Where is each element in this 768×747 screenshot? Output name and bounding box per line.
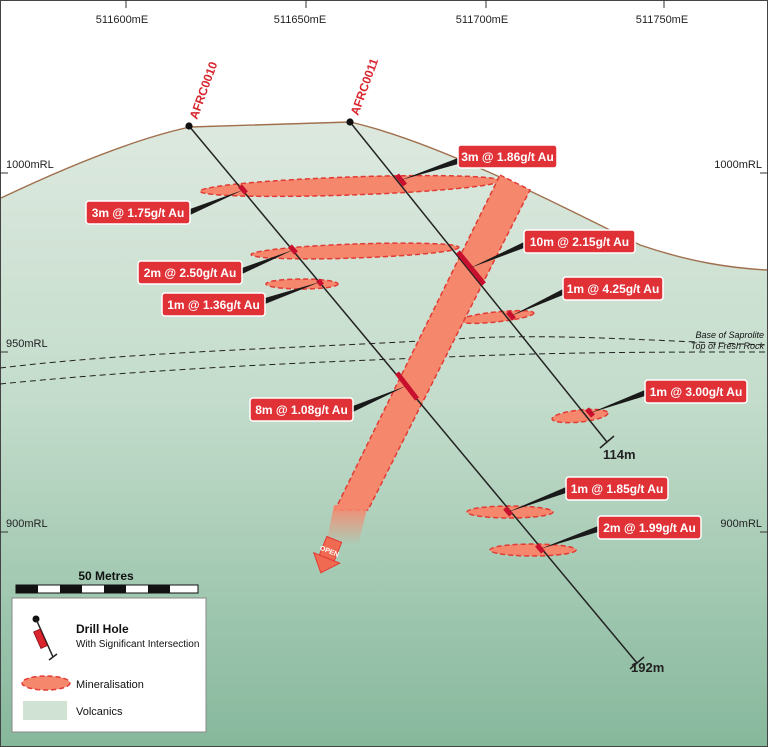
collar-afrc0010 xyxy=(185,122,193,130)
open-arrow: OPEN xyxy=(312,535,343,574)
legend-drill-hole-sublabel: With Significant Intersection xyxy=(76,639,199,650)
mineralisation-lens xyxy=(457,309,535,325)
leader-lines xyxy=(190,158,645,549)
legend-drill-hole-label: Drill Hole xyxy=(76,622,129,636)
top-of-fresh-rock-label: Top of Fresh Rock xyxy=(691,341,765,351)
legend-mineralisation-swatch xyxy=(21,675,71,691)
svg-text:1m @ 4.25g/t Au: 1m @ 4.25g/t Au xyxy=(567,282,660,296)
legend: Drill Hole With Significant Intersection… xyxy=(11,597,207,733)
easting-label: 511600mE xyxy=(96,14,148,26)
collar-afrc0011 xyxy=(346,118,354,126)
svg-text:3m @ 1.86g/t Au: 3m @ 1.86g/t Au xyxy=(461,150,554,164)
rl-label-right: 1000mRL xyxy=(714,159,762,171)
intercept-label: 1m @ 4.25g/t Au xyxy=(562,276,664,301)
intercept-label: 2m @ 1.99g/t Au xyxy=(597,515,702,540)
shoot-fade xyxy=(326,505,368,545)
svg-text:2m @ 2.50g/t Au: 2m @ 2.50g/t Au xyxy=(144,266,237,280)
svg-text:10m @ 2.15g/t Au: 10m @ 2.15g/t Au xyxy=(530,235,629,249)
mineralisation-lens xyxy=(489,543,577,557)
intercept-label: 2m @ 2.50g/t Au xyxy=(137,260,243,285)
legend-mineralisation-label: Mineralisation xyxy=(76,679,144,691)
rl-label-right: 900mRL xyxy=(720,518,762,530)
scale-label: 50 Metres xyxy=(78,569,134,583)
base-of-saprolite-label: Base of Saprolite xyxy=(695,330,764,340)
intercept-label: 3m @ 1.75g/t Au xyxy=(85,200,191,225)
intercept-label: 3m @ 1.86g/t Au xyxy=(457,144,558,169)
svg-text:2m @ 1.99g/t Au: 2m @ 1.99g/t Au xyxy=(603,521,696,535)
mineralisation-lens xyxy=(250,242,460,260)
rl-label-left: 1000mRL xyxy=(6,159,54,171)
legend-volcanics-label: Volcanics xyxy=(76,706,123,718)
intercept-label: 1m @ 3.00g/t Au xyxy=(644,379,748,404)
mineralisation-lens xyxy=(551,408,609,424)
top-of-fresh-rock-line xyxy=(0,351,768,385)
intercept-label: 8m @ 1.08g/t Au xyxy=(249,397,354,422)
scale-bar: 50 Metres xyxy=(15,569,199,594)
legend-volcanics-swatch xyxy=(23,701,67,720)
rl-axis xyxy=(0,172,768,533)
svg-text:1m @ 1.36g/t Au: 1m @ 1.36g/t Au xyxy=(167,298,260,312)
drill-hole-afrc0011 xyxy=(349,121,608,443)
hole-depth-afrc0010: 192m xyxy=(631,660,664,675)
intercept-label: 1m @ 1.85g/t Au xyxy=(565,476,669,501)
svg-text:1m @ 3.00g/t Au: 1m @ 3.00g/t Au xyxy=(650,385,743,399)
intercept-label: 10m @ 2.15g/t Au xyxy=(523,229,636,254)
topography-line xyxy=(0,121,768,271)
easting-label: 511700mE xyxy=(456,14,508,26)
svg-text:1m @ 1.85g/t Au: 1m @ 1.85g/t Au xyxy=(571,482,664,496)
mineralised-shoot xyxy=(333,173,532,511)
easting-label: 511650mE xyxy=(274,14,326,26)
legend-drill-hole-icon xyxy=(32,615,58,661)
easting-label: 511750mE xyxy=(636,14,688,26)
easting-axis xyxy=(125,0,665,8)
intercept-labels: 3m @ 1.86g/t Au 3m @ 1.75g/t Au 10m @ 2.… xyxy=(85,144,748,540)
svg-text:8m @ 1.08g/t Au: 8m @ 1.08g/t Au xyxy=(255,403,348,417)
rl-label-left: 900mRL xyxy=(6,518,48,530)
rl-label-left: 950mRL xyxy=(6,338,48,350)
svg-text:3m @ 1.75g/t Au: 3m @ 1.75g/t Au xyxy=(92,206,185,220)
intercept-label: 1m @ 1.36g/t Au xyxy=(161,292,266,317)
hole-depth-afrc0011: 114m xyxy=(603,447,636,462)
